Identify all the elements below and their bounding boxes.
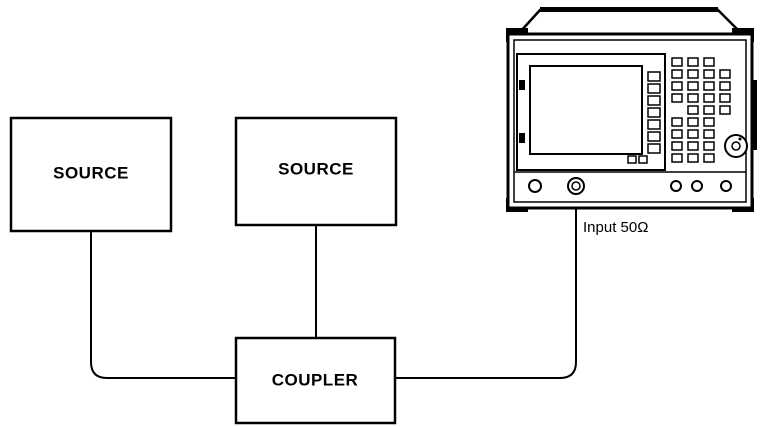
analyzer-connector-left [528,179,542,193]
source-right-label: SOURCE [278,159,354,178]
analyzer-connector-2 [691,180,703,192]
cables [90,187,577,379]
analyzer-softkeys [647,71,661,154]
analyzer-input-label: Input 50Ω [583,219,648,236]
coupler-block: COUPLER [234,336,397,425]
source-block-right: SOURCE [234,116,398,227]
cable-coupler-to-analyzer-input [395,187,577,379]
cable-left-source-to-coupler [90,231,236,379]
spectrum-analyzer [506,7,757,212]
analyzer-handle [519,8,741,33]
analyzer-connector-3 [720,180,732,192]
coupler-label: COUPLER [272,370,359,389]
source-left-label: SOURCE [53,163,129,182]
source-block-left: SOURCE [9,116,173,233]
analyzer-screen [529,65,643,155]
analyzer-connector-1 [670,180,682,192]
analyzer-keypad [671,57,731,163]
